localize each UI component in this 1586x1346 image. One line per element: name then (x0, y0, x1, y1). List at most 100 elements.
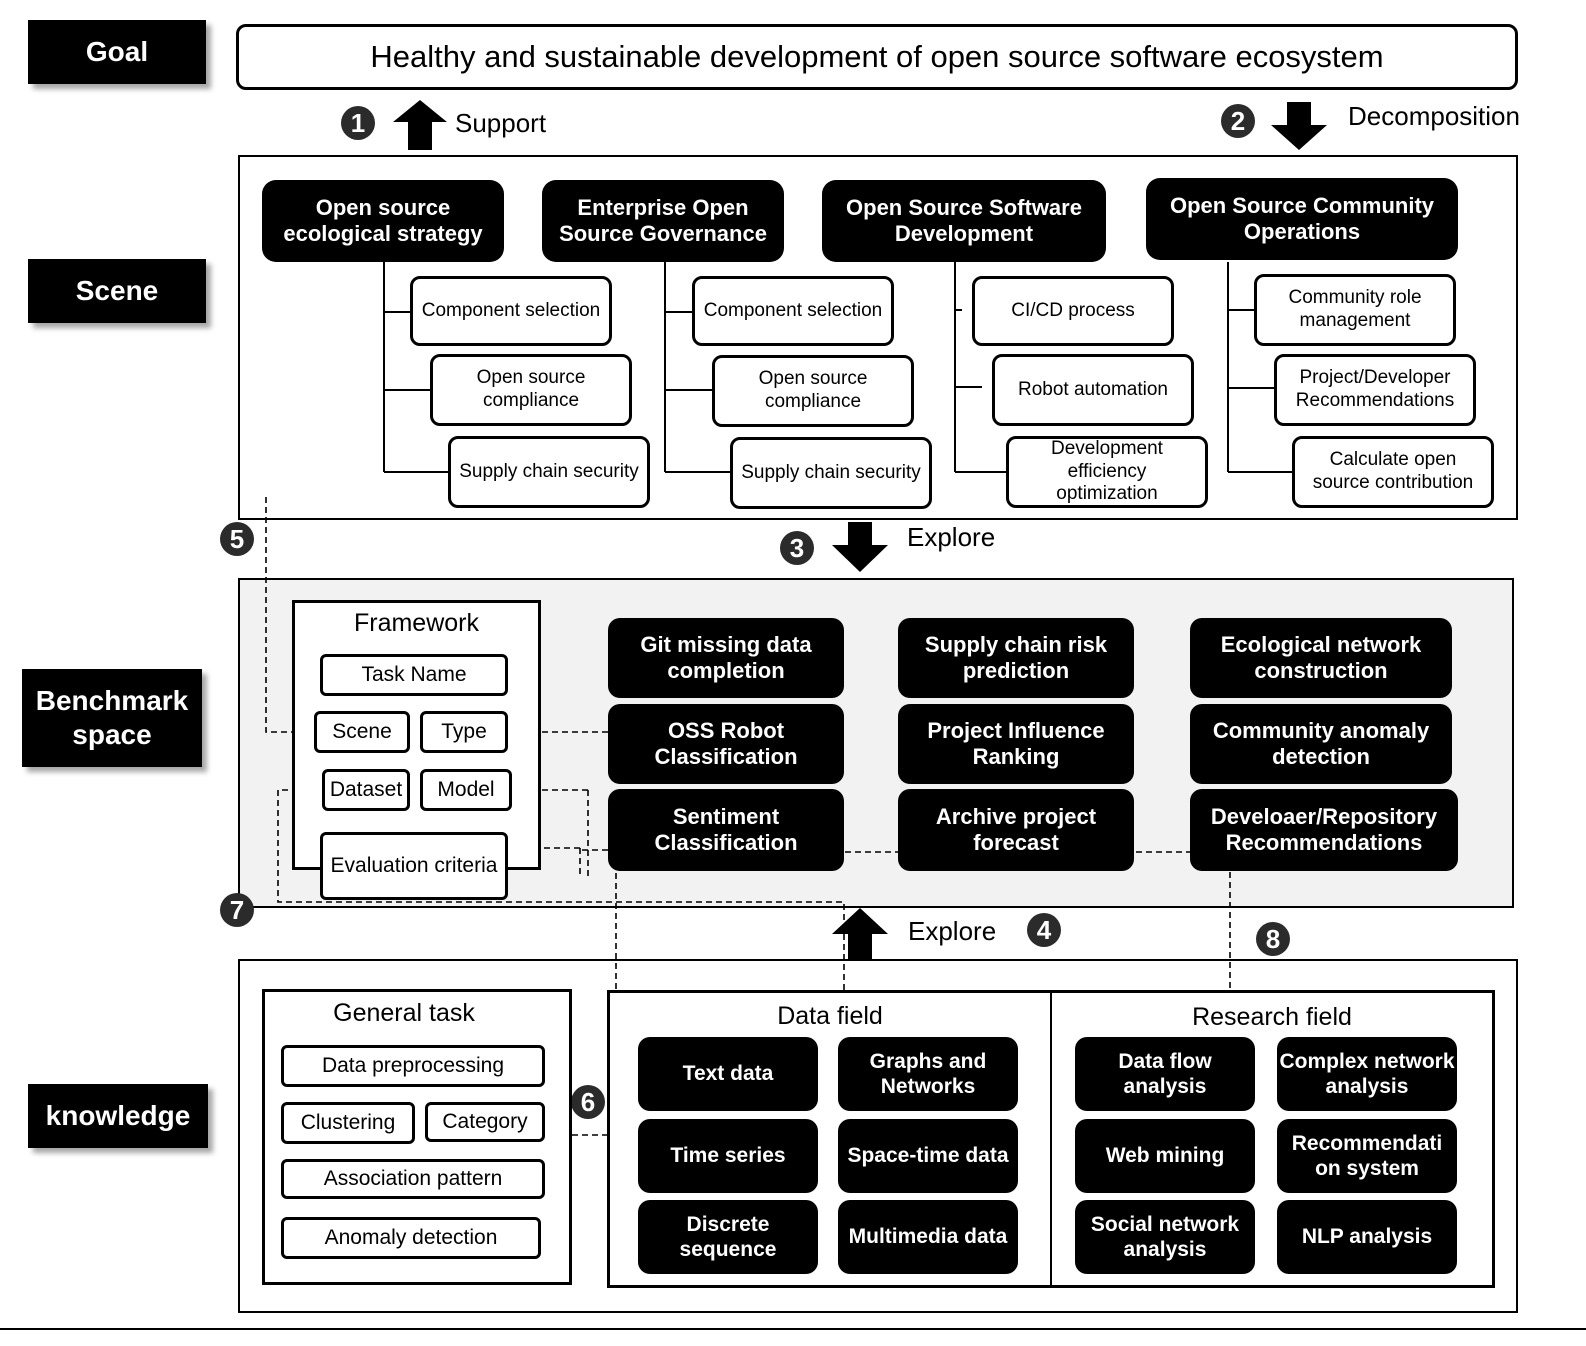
explore-up-label: Explore (908, 916, 997, 946)
data-field-item: Graphs and Networks (838, 1037, 1018, 1111)
benchmark-task-text: Community anomaly detection (1212, 717, 1430, 769)
scene-group-community-title: Open Source Community Operations (1169, 192, 1435, 244)
data-field-item-text: Multimedia data (848, 1225, 1008, 1249)
scene-group-governance: Enterprise Open Source Governance (542, 180, 784, 262)
scene-group-development: Open Source Software Development (822, 180, 1106, 262)
general-task-title: General task (333, 999, 475, 1027)
framework-dataset: Dataset (322, 769, 410, 811)
scene-item-text: Community role management (1288, 287, 1422, 331)
scene-item-text: Project/Developer Recommendations (1295, 367, 1455, 411)
step-number-4-text: 4 (1036, 914, 1052, 945)
framework-dataset-text: Dataset (329, 778, 403, 802)
scene-group-development-title: Open Source Software Development (846, 194, 1082, 246)
step-number-6-text: 6 (580, 1086, 596, 1117)
data-field-item: Text data (638, 1037, 818, 1111)
bottom-rule (0, 1328, 1586, 1330)
benchmark-task-text: Project Influence Ranking (927, 717, 1105, 769)
step-number-8: 8 (1256, 922, 1290, 956)
layer-label-knowledge: knowledge (28, 1084, 208, 1148)
framework-type: Type (420, 711, 508, 753)
benchmark-task: OSS Robot Classification (608, 704, 844, 784)
general-task-item: Clustering (281, 1102, 415, 1144)
layer-label-knowledge-text: knowledge (45, 1100, 191, 1132)
layer-label-benchmark: Benchmark space (22, 669, 202, 767)
scene-item-text: Robot automation (1018, 378, 1168, 400)
benchmark-task: Community anomaly detection (1190, 704, 1452, 784)
benchmark-task: Supply chain risk prediction (898, 618, 1134, 698)
general-task-item: Data preprocessing (281, 1045, 545, 1087)
data-field-title: Data field (777, 1002, 883, 1030)
scene-item: Robot automation (992, 354, 1194, 426)
research-field-item-text: Web mining (1105, 1144, 1225, 1168)
framework-title: Framework (353, 609, 479, 637)
benchmark-task-text: Archive project forecast (935, 803, 1097, 855)
data-field-item-text: Graphs and Networks (869, 1049, 987, 1098)
scene-item-text: Supply chain security (459, 460, 639, 482)
step-number-1-text: 1 (350, 107, 366, 138)
benchmark-task-text: Git missing data completion (640, 631, 812, 683)
data-field-item-text: Time series (670, 1144, 786, 1168)
decomposition-label: Decomposition (1348, 101, 1520, 131)
research-field-title: Research field (1192, 1003, 1352, 1031)
step-number-7-text: 7 (229, 894, 245, 925)
research-field-item-text: Data flow analysis (1118, 1049, 1212, 1098)
data-field-item: Space-time data (838, 1119, 1018, 1193)
framework-task-name-text: Task Name (361, 663, 467, 687)
benchmark-task-text: OSS Robot Classification (654, 717, 798, 769)
explore-down-label: Explore (907, 522, 996, 552)
scene-item: Calculate open source contribution (1292, 436, 1494, 508)
framework-task-name: Task Name (320, 654, 508, 696)
data-field-item: Multimedia data (838, 1200, 1018, 1274)
general-task-item-text: Association pattern (323, 1167, 503, 1191)
scene-item-text: Supply chain security (741, 461, 921, 483)
research-field-item-text: Complex network analysis (1279, 1049, 1455, 1098)
general-task-item-text: Category (442, 1110, 528, 1134)
knowledge-panel (238, 959, 1518, 1313)
research-field-item: Web mining (1075, 1119, 1255, 1193)
scene-item-text: Development efficiency optimization (1051, 437, 1163, 505)
general-task-item: Anomaly detection (281, 1217, 541, 1259)
scene-item: Community role management (1254, 274, 1456, 346)
research-field-item-text: NLP analysis (1301, 1225, 1433, 1249)
step-number-7: 7 (220, 893, 254, 927)
research-field-item: NLP analysis (1277, 1200, 1457, 1274)
goal-text: Healthy and sustainable development of o… (370, 39, 1384, 74)
support-arrow (393, 100, 447, 150)
research-field-item: Recommendati on system (1277, 1119, 1457, 1193)
general-task-item: Association pattern (281, 1159, 545, 1199)
benchmark-task: Project Influence Ranking (898, 704, 1134, 784)
benchmark-task-text: Sentiment Classification (654, 803, 798, 855)
framework-evaluation-criteria: Evaluation criteria (320, 832, 508, 900)
scene-item: Component selection (692, 276, 894, 346)
scene-item: CI/CD process (972, 276, 1174, 346)
data-field-item: Discrete sequence (638, 1200, 818, 1274)
scene-item: Component selection (410, 276, 612, 346)
layer-label-scene-text: Scene (75, 275, 159, 307)
benchmark-task: Git missing data completion (608, 618, 844, 698)
support-label: Support (455, 108, 547, 138)
general-task-item-text: Anomaly detection (324, 1226, 498, 1250)
layer-label-scene: Scene (28, 259, 206, 323)
scene-item-text: Open source compliance (758, 368, 868, 412)
scene-panel (238, 155, 1518, 520)
step-number-4: 4 (1027, 913, 1061, 947)
goal-box: Healthy and sustainable development of o… (236, 24, 1518, 90)
scene-item-text: Open source compliance (476, 367, 586, 411)
benchmark-task-text: Develoaer/Repository Recommendations (1210, 803, 1438, 855)
framework-model-text: Model (437, 778, 495, 802)
benchmark-task: Ecological network construction (1190, 618, 1452, 698)
field-divider (1050, 993, 1052, 1285)
research-field-item: Complex network analysis (1277, 1037, 1457, 1111)
scene-item-text: Component selection (703, 299, 883, 321)
explore-up-arrow (832, 908, 888, 960)
research-field-item: Social network analysis (1075, 1200, 1255, 1274)
step-number-2: 2 (1221, 104, 1255, 138)
data-field-item-text: Discrete sequence (679, 1212, 777, 1261)
data-field-item-text: Text data (682, 1062, 774, 1086)
layer-label-benchmark-text: Benchmark space (35, 685, 189, 750)
general-task-item: Category (425, 1102, 545, 1142)
scene-group-community: Open Source Community Operations (1146, 178, 1458, 260)
step-number-5: 5 (220, 522, 254, 556)
benchmark-task-text: Ecological network construction (1220, 631, 1422, 683)
scene-item: Supply chain security (730, 437, 932, 509)
